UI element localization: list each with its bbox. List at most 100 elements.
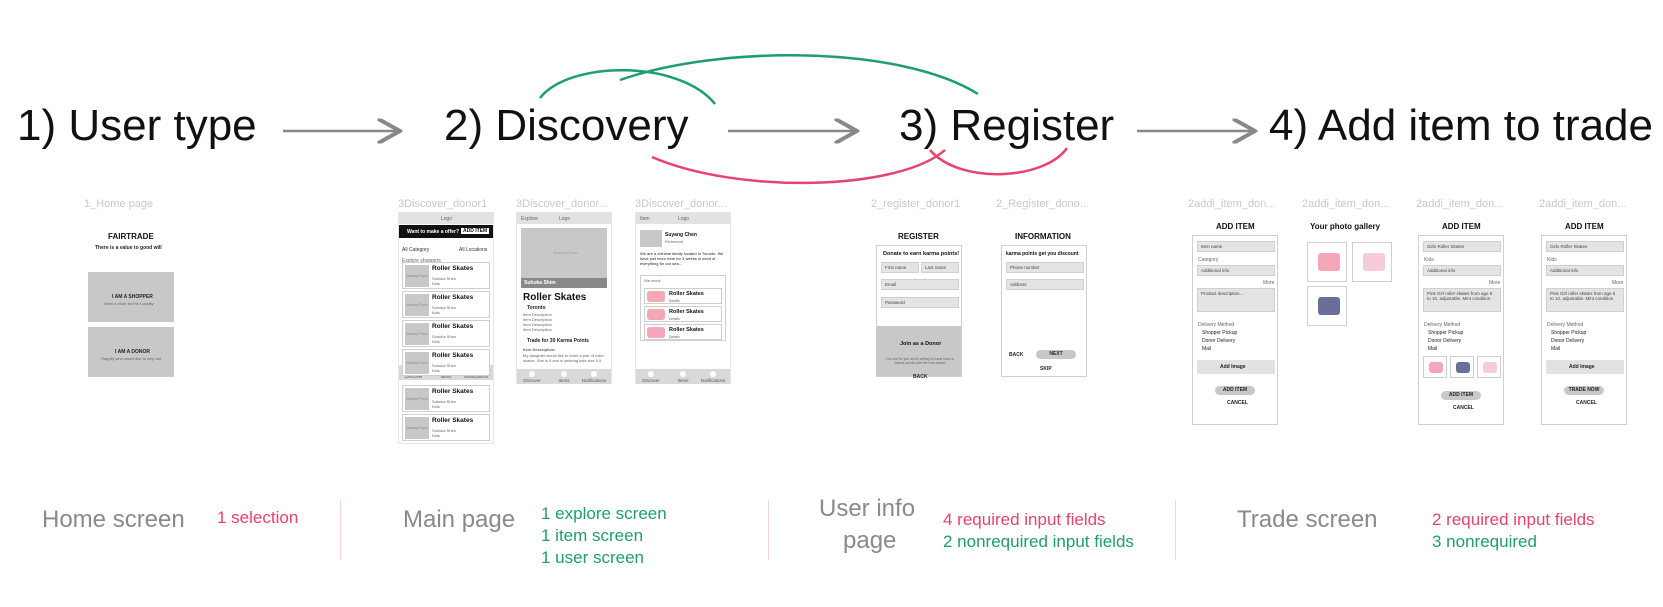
add4-opt-pickup[interactable]: Shopper Pickup <box>1551 330 1587 336</box>
skip-link[interactable]: SKIP <box>1040 366 1052 372</box>
user-item-back[interactable]: Item <box>640 216 650 222</box>
add1-description[interactable]: Product description... <box>1197 288 1275 312</box>
caption-divider-1 <box>340 500 341 560</box>
add3-additional[interactable]: Additional info <box>1423 265 1501 276</box>
add4-more[interactable]: More <box>1612 280 1624 286</box>
item-trade-points[interactable]: Trade for 30 Karma Points <box>527 338 589 344</box>
add1-opt-delivery[interactable]: Donor Delivery <box>1202 338 1236 344</box>
add3-description[interactable]: Pink Girl roller skates from age 6 to 10… <box>1423 288 1501 312</box>
add3-add-item-button[interactable]: ADD ITEM <box>1441 391 1481 400</box>
user-tab-discover[interactable]: Discover <box>636 371 666 383</box>
last-name-field[interactable]: Last name <box>921 262 959 273</box>
caption-main-note-2: 1 item screen <box>541 526 644 545</box>
phone-field[interactable]: Phone number <box>1006 262 1084 273</box>
add4-cancel[interactable]: CANCEL <box>1576 400 1597 406</box>
add3-thumb-1[interactable] <box>1423 356 1447 378</box>
explore-section-label: Explore shoppers <box>402 258 441 264</box>
add3-item-name[interactable]: Girls Roller Skates <box>1423 241 1501 252</box>
add1-more[interactable]: More <box>1263 280 1275 286</box>
add3-more[interactable]: More <box>1489 280 1501 286</box>
frame-label-add-1: 2addi_item_don... <box>1188 198 1276 210</box>
user-tabbar: Discover Items Notifications <box>636 369 730 384</box>
password-field[interactable]: Password <box>881 297 959 308</box>
add1-additional[interactable]: Additional info <box>1197 265 1275 276</box>
gallery-photo-2[interactable] <box>1352 242 1392 282</box>
item-explore-back[interactable]: Explore <box>521 216 538 222</box>
gallery-photo-3[interactable] <box>1307 286 1347 326</box>
add4-opt-delivery[interactable]: Donor Delivery <box>1551 338 1585 344</box>
need-item-skate-image <box>647 291 665 302</box>
green-flow-curve-1 <box>539 68 716 105</box>
gallery-photo-1[interactable] <box>1307 242 1347 282</box>
add1-opt-pickup[interactable]: Shopper Pickup <box>1202 330 1238 336</box>
frame-label-home: 1_Home page <box>84 198 154 210</box>
list-item-sub2: Kids <box>432 368 440 373</box>
add4-additional[interactable]: Additional info <box>1546 265 1624 276</box>
add3-cancel[interactable]: CANCEL <box>1453 405 1474 411</box>
add1-cancel[interactable]: CANCEL <box>1227 400 1248 406</box>
add3-thumb-3[interactable] <box>1477 356 1501 378</box>
add4-add-image-label: Add Image <box>1569 364 1595 370</box>
add4-delivery-label: Delivery Method <box>1547 322 1584 328</box>
add3-opt-delivery[interactable]: Donor Delivery <box>1428 338 1462 344</box>
first-name-field[interactable]: First name <box>881 262 919 273</box>
register-back[interactable]: BACK <box>913 374 928 380</box>
donor-option[interactable]: I AM A DONOR Happily who would like to h… <box>88 327 174 377</box>
add3-opt-pickup[interactable]: Shopper Pickup <box>1428 330 1464 336</box>
list-item-thumb: Nearby Photo <box>405 388 429 410</box>
home-wireframe: FAIRTRADE There is a value to good will … <box>84 226 176 386</box>
item-tab-discover[interactable]: Discover <box>517 371 547 383</box>
item-tab-notifications[interactable]: Notifications <box>579 371 609 383</box>
address-field[interactable]: Address <box>1006 279 1084 290</box>
add3-opt-mail[interactable]: Mail <box>1428 346 1438 352</box>
user-logo: Logo <box>678 216 690 222</box>
caption-user-nonrequired: 2 nonrequired input fields <box>943 532 1134 551</box>
information-back[interactable]: BACK <box>1009 352 1024 358</box>
user-tab-items[interactable]: Items <box>668 371 698 383</box>
trade-now-button[interactable]: TRADE NOW <box>1564 386 1604 395</box>
join-donor-button[interactable]: Join as a Donor You are for join who's w… <box>877 326 961 376</box>
add4-description[interactable]: Pink Girl roller skates from age 6 to 10… <box>1546 288 1624 312</box>
add1-add-item-button[interactable]: ADD ITEM <box>1215 386 1255 395</box>
caption-home: Home screen <box>42 506 185 533</box>
add3-thumb-2[interactable] <box>1450 356 1474 378</box>
add1-opt-mail[interactable]: Mail <box>1202 346 1212 352</box>
add1-item-name[interactable]: Item name <box>1197 241 1275 252</box>
add1-add-image-button[interactable]: Add Image <box>1197 360 1275 374</box>
user-tab-notifications[interactable]: Notifications <box>698 371 728 383</box>
offer-add-button[interactable]: ADD ITEM <box>461 228 490 234</box>
filter-location[interactable]: All Locations <box>459 247 488 253</box>
shopper-option[interactable]: I AM A SHOPPER Want a store for the Loca… <box>88 272 174 322</box>
list-item-sub2: Kids <box>432 310 440 315</box>
next-button[interactable]: NEXT <box>1036 350 1076 359</box>
caption-main: Main page <box>403 506 516 533</box>
tab-items[interactable]: Items <box>431 367 461 379</box>
add4-add-image-button[interactable]: Add Image <box>1546 360 1624 374</box>
filter-category[interactable]: All Category <box>402 247 430 253</box>
shopper-option-label: I AM A SHOPPER <box>112 294 153 300</box>
add1-category[interactable]: Category <box>1198 257 1219 263</box>
tab-notifications[interactable]: Notifications <box>461 367 491 379</box>
add4-item-name[interactable]: Girls Roller Skates <box>1546 241 1624 252</box>
red-flow-curve-2 <box>929 147 1069 176</box>
list-item-thumb: Nearby Photo <box>405 294 429 316</box>
list-item-sub: Suhuka Shim <box>432 334 456 339</box>
add4-category[interactable]: Kids <box>1547 257 1557 263</box>
need-item-skate-image <box>647 309 665 320</box>
add3-category[interactable]: Kids <box>1424 257 1434 263</box>
item-tab-items[interactable]: Items <box>549 371 579 383</box>
email-field[interactable]: Email <box>881 279 959 290</box>
item-tabbar: Discover Items Notifications <box>517 369 611 384</box>
tab-discover[interactable]: Discover <box>399 367 429 379</box>
frame-label-register-2: 2_Register_dono... <box>996 198 1089 210</box>
add4-opt-mail[interactable]: Mail <box>1551 346 1561 352</box>
